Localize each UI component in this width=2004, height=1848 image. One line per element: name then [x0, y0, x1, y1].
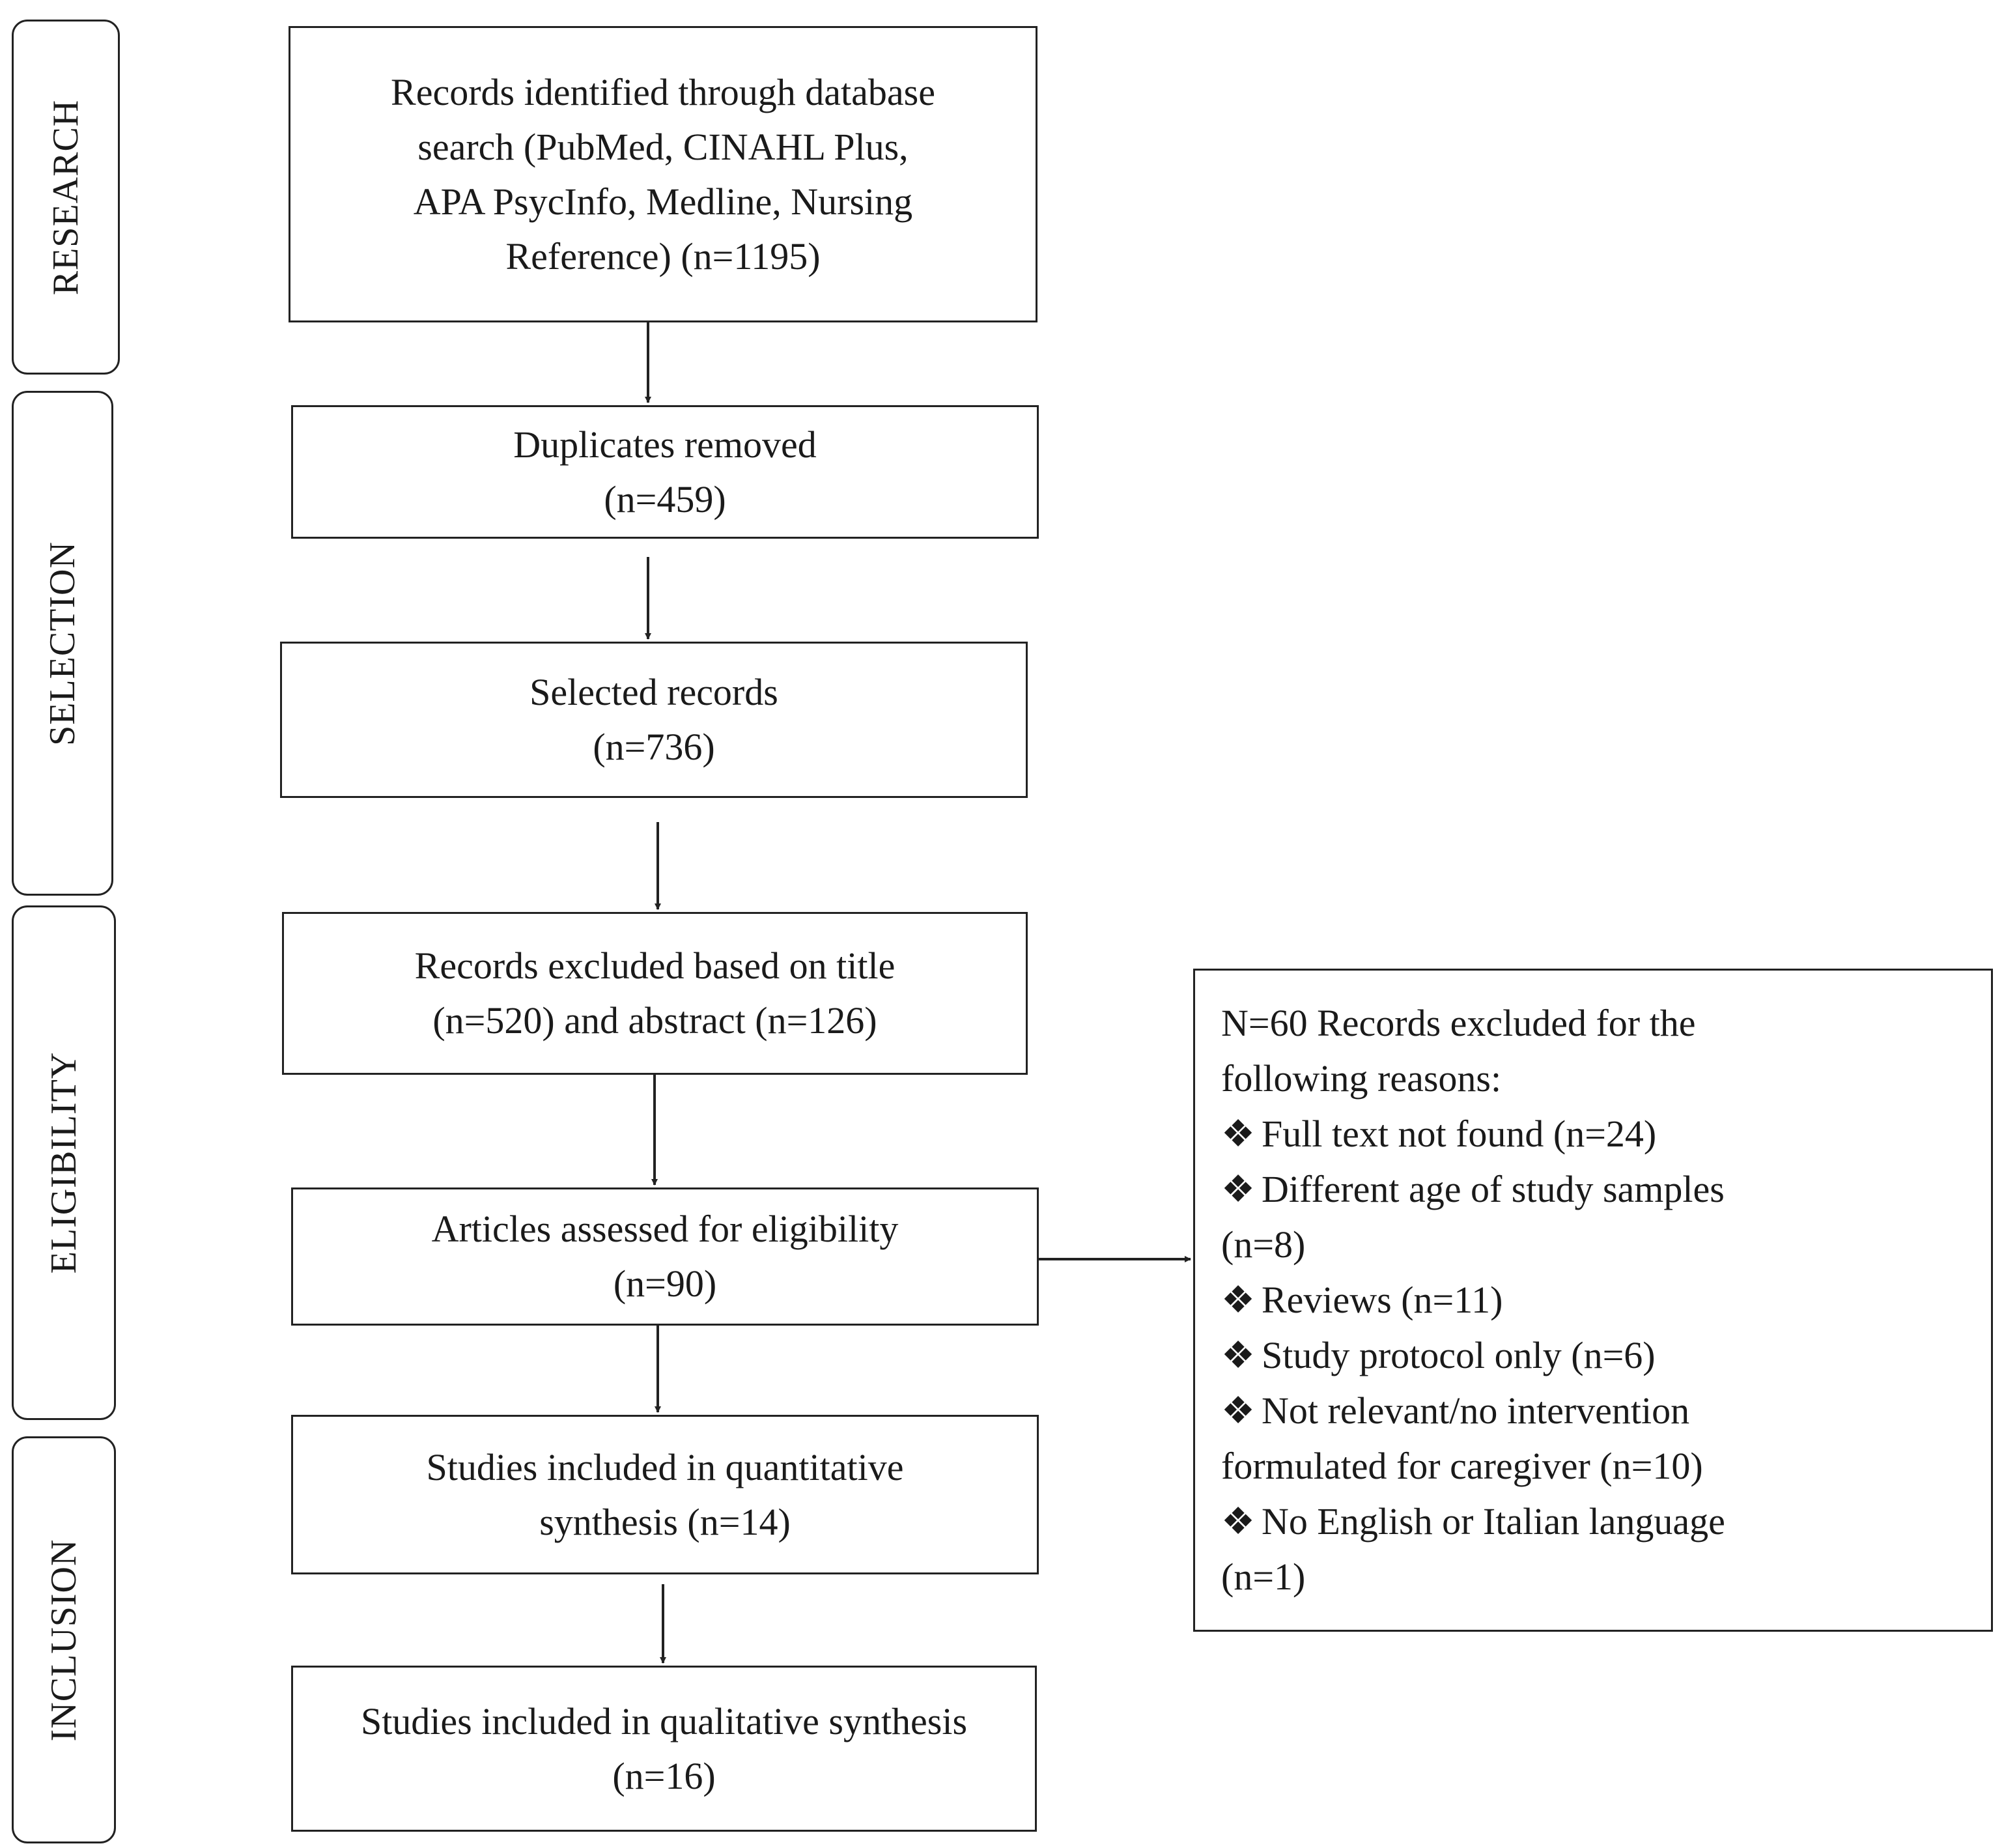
phase-inclusion: INCLUSION: [12, 1436, 116, 1843]
exclusion-header-line-2: following reasons:: [1221, 1057, 1502, 1100]
records-identified-box: Records identified through database sear…: [289, 26, 1037, 322]
qualitative-synthesis-line-2: (n=16): [612, 1754, 716, 1797]
articles-assessed-line-1: Articles assessed for eligibility: [431, 1208, 899, 1250]
diamond-bullet-icon: ❖: [1221, 1334, 1255, 1376]
exclusion-reason-item: ❖No English or Italian language: [1221, 1494, 1991, 1549]
records-excluded-title-line-2: (n=520) and abstract (n=126): [432, 999, 877, 1042]
duplicates-removed-line-2: (n=459): [604, 477, 726, 520]
exclusion-reason-item: ❖Full text not found (n=24): [1221, 1106, 1991, 1161]
records-identified-line-4: Reference) (n=1195): [505, 235, 821, 277]
phase-selection: SELECTION: [12, 391, 113, 896]
qualitative-synthesis-box: Studies included in qualitative synthesi…: [291, 1666, 1037, 1832]
exclusion-reason-continuation: (n=8): [1221, 1223, 1306, 1266]
duplicates-removed-box: Duplicates removed (n=459): [291, 405, 1039, 539]
exclusion-reason-text: Full text not found (n=24): [1262, 1113, 1657, 1155]
selected-records-line-2: (n=736): [593, 726, 715, 768]
quantitative-synthesis-box: Studies included in quantitative synthes…: [291, 1415, 1039, 1574]
diamond-bullet-icon: ❖: [1221, 1389, 1255, 1432]
records-identified-line-2: search (PubMed, CINAHL Plus,: [417, 125, 909, 168]
exclusion-reason-item: ❖Study protocol only (n=6): [1221, 1328, 1991, 1383]
selected-records-box: Selected records (n=736): [280, 642, 1028, 798]
quantitative-synthesis-line-2: synthesis (n=14): [539, 1500, 791, 1543]
exclusion-reason-item: ❖Different age of study samples: [1221, 1161, 1991, 1217]
exclusion-reason-item: ❖Reviews (n=11): [1221, 1272, 1991, 1328]
diamond-bullet-icon: ❖: [1221, 1279, 1255, 1321]
exclusion-header-line-1: N=60 Records excluded for the: [1221, 1002, 1696, 1044]
articles-assessed-box: Articles assessed for eligibility (n=90): [291, 1187, 1039, 1326]
articles-assessed-line-2: (n=90): [613, 1262, 717, 1305]
diamond-bullet-icon: ❖: [1221, 1113, 1255, 1155]
phase-research: RESEARCH: [12, 20, 120, 375]
records-identified-line-1: Records identified through database: [391, 70, 935, 113]
duplicates-removed-line-1: Duplicates removed: [513, 423, 817, 466]
exclusion-reasons-box: N=60 Records excluded for the following …: [1193, 969, 1993, 1632]
records-identified-line-3: APA PsycInfo, Medline, Nursing: [413, 180, 913, 223]
records-excluded-title-box: Records excluded based on title (n=520) …: [282, 912, 1028, 1075]
records-excluded-title-line-1: Records excluded based on title: [414, 945, 896, 987]
quantitative-synthesis-line-1: Studies included in quantitative: [426, 1445, 904, 1488]
exclusion-reason-continuation: (n=1): [1221, 1556, 1306, 1598]
exclusion-reason-text: No English or Italian language: [1262, 1500, 1725, 1542]
phase-eligibility: ELIGIBILITY: [12, 905, 116, 1420]
diamond-bullet-icon: ❖: [1221, 1500, 1255, 1542]
exclusion-reason-continuation: formulated for caregiver (n=10): [1221, 1445, 1703, 1487]
exclusion-reason-text: Not relevant/no intervention: [1262, 1389, 1690, 1432]
selected-records-line-1: Selected records: [529, 671, 778, 713]
exclusion-reason-item: ❖Not relevant/no intervention: [1221, 1383, 1991, 1438]
diamond-bullet-icon: ❖: [1221, 1168, 1255, 1210]
qualitative-synthesis-line-1: Studies included in qualitative synthesi…: [360, 1699, 968, 1742]
exclusion-reason-text: Different age of study samples: [1262, 1168, 1725, 1210]
exclusion-reason-text: Reviews (n=11): [1262, 1279, 1503, 1321]
exclusion-reason-text: Study protocol only (n=6): [1262, 1334, 1656, 1376]
